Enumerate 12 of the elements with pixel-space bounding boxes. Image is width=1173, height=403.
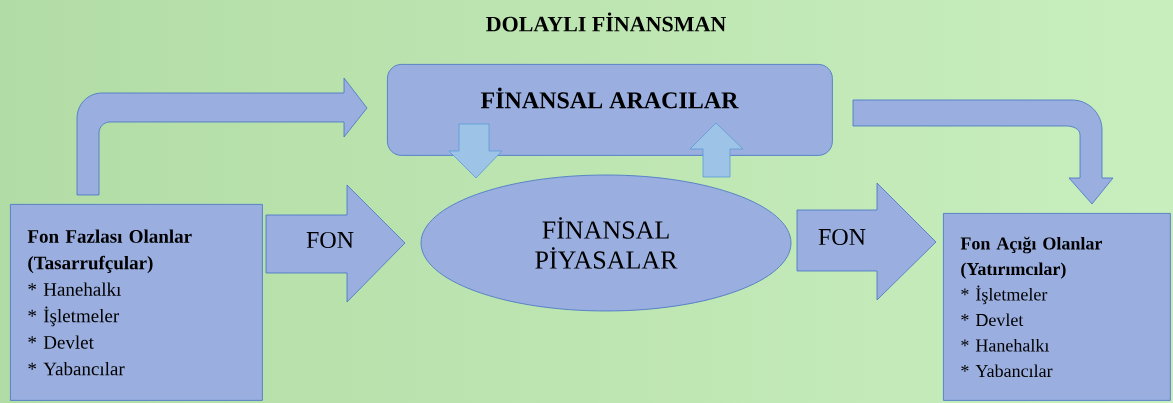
edge-label: FON xyxy=(306,231,354,249)
rounded-box: FİNANSAL ARACILAR xyxy=(387,64,833,156)
list-box: Fon Fazlası Olanlar (Tasarrufçular) * Hanehalkı * İşletmeler * Devlet * Yabancılar xyxy=(10,204,263,401)
block-arrow xyxy=(796,182,937,301)
block-arrow xyxy=(448,123,503,179)
block-arrow xyxy=(265,184,406,303)
edge-label: FON xyxy=(818,228,866,246)
block-arrow xyxy=(689,122,744,178)
title: DOLAYLI FİNANSMAN xyxy=(486,12,726,32)
block-arrow xyxy=(76,77,368,196)
list-box: Fon Açığı Olanlar (Yatırımcılar) * İşletmeler * Devlet * Hanehalkı * Yabancılar xyxy=(943,213,1171,401)
block-arrow xyxy=(852,99,1114,205)
